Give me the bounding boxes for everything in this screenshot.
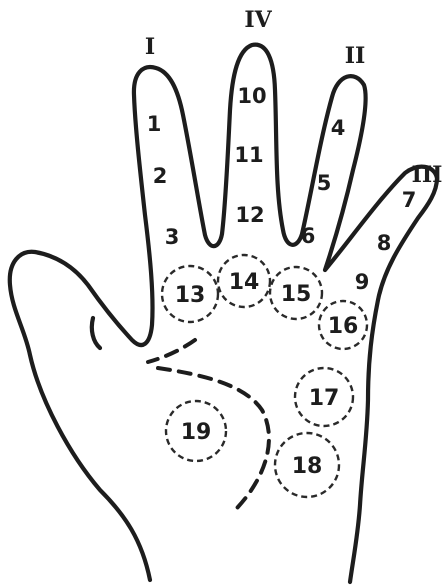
point-4: 4 [331,116,346,140]
zone-14: 14 [229,270,260,295]
point-6: 6 [301,224,316,248]
point-12: 12 [235,203,264,227]
zone-15: 15 [281,282,312,307]
life-line-crease [158,368,269,508]
point-3: 3 [165,225,180,249]
thumb-fold-line [92,318,100,348]
zone-16: 16 [328,314,359,339]
point-2: 2 [153,164,168,188]
point-5: 5 [317,171,332,195]
finger-label-i: I [145,34,155,60]
point-7: 7 [402,188,417,212]
zone-18: 18 [292,454,323,479]
palm-crease-upper [148,340,195,362]
finger-label-iv: IV [244,7,272,33]
finger-label-ii: II [345,43,366,69]
point-1: 1 [147,112,162,136]
zone-19: 19 [181,420,212,445]
point-9: 9 [355,270,370,294]
point-11: 11 [234,143,263,167]
point-8: 8 [377,231,392,255]
zone-13: 13 [175,283,206,308]
point-10: 10 [237,84,266,108]
zone-17: 17 [309,386,340,411]
finger-label-iii: III [412,162,443,188]
hand-outline [10,45,437,582]
